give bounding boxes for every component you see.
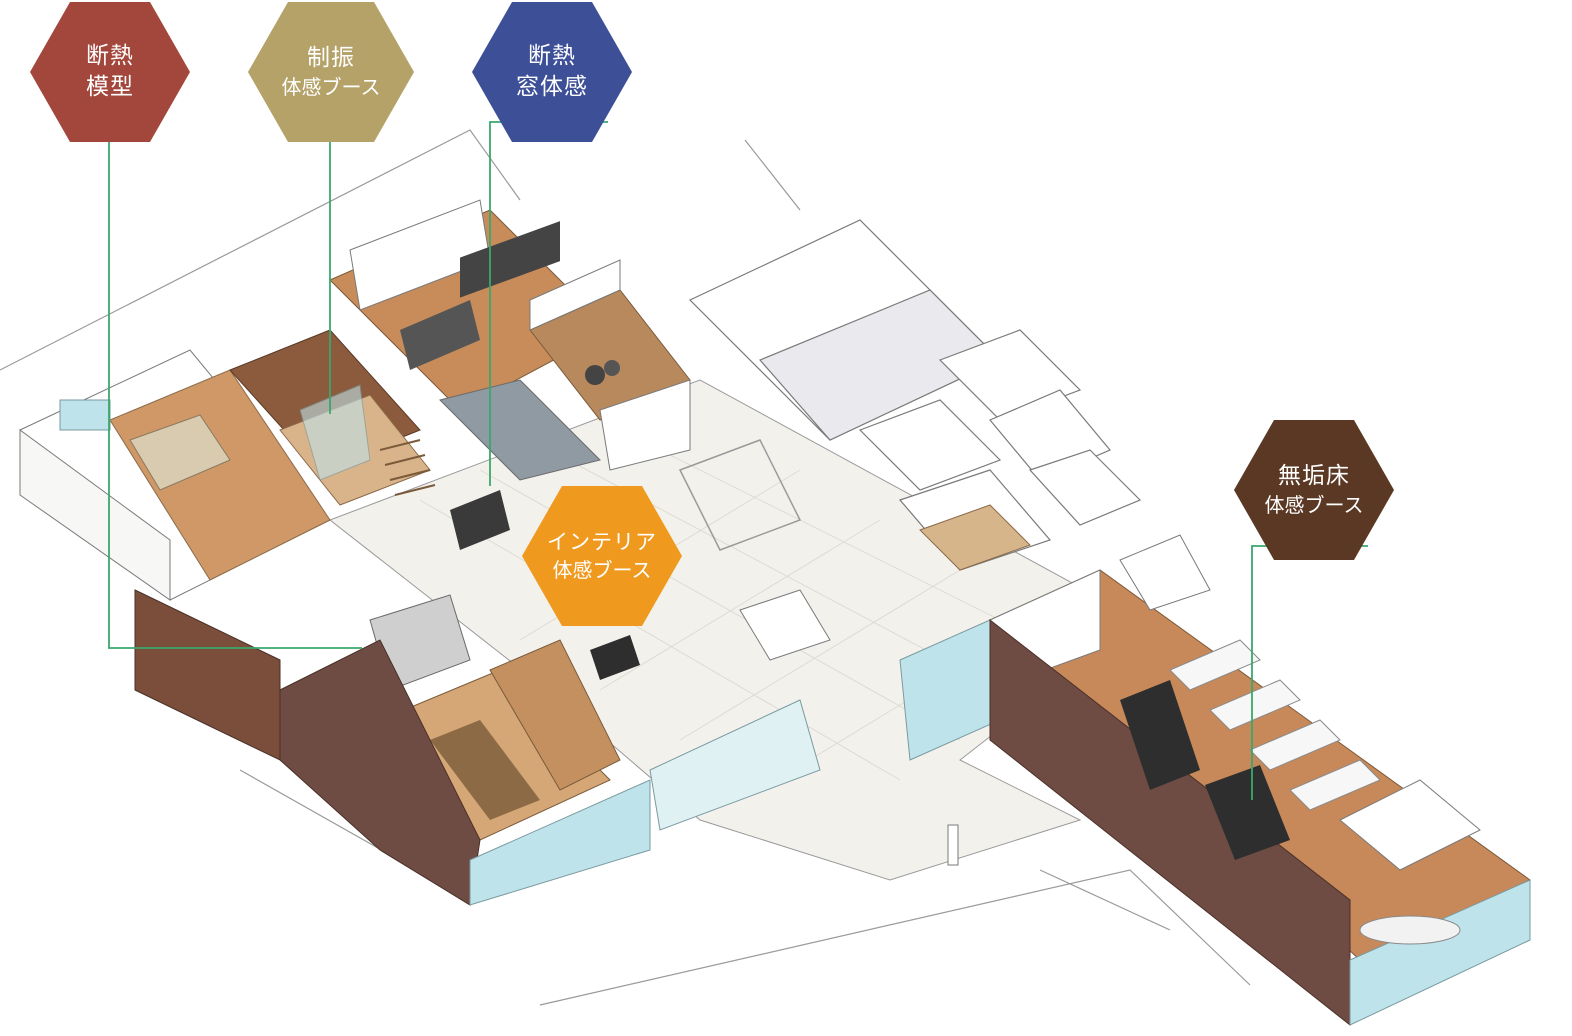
label-line2: 窓体感	[516, 74, 588, 100]
hex-label-vibration-control-booth[interactable]: 制振 体感ブース	[248, 2, 414, 142]
label-line1: 制振	[307, 44, 355, 71]
entrance-pillar	[947, 824, 959, 866]
hex-label-interior-booth[interactable]: インテリア 体感ブース	[522, 486, 682, 626]
exterior-deck	[134, 589, 281, 761]
lower-wood-room	[279, 639, 651, 906]
label-line2: 体感ブース	[281, 75, 381, 100]
hexagon-shape	[522, 486, 682, 626]
label-line1: インテリア	[547, 530, 657, 555]
label-line1: 無垢床	[1278, 462, 1350, 489]
upper-right-rooms	[688, 219, 1142, 571]
label-line2: 体感ブース	[552, 557, 652, 582]
hex-label-solid-wood-floor-booth[interactable]: 無垢床 体感ブース	[1234, 420, 1394, 560]
hexagon-shape	[248, 2, 414, 142]
label-line1: 断熱	[528, 42, 576, 69]
label-line1: 断熱	[86, 42, 134, 69]
interior-booth-area	[369, 439, 831, 691]
hexagon-shape	[1234, 420, 1394, 560]
hex-label-insulated-window[interactable]: 断熱 窓体感	[472, 2, 632, 142]
kids-play-area	[919, 504, 1031, 571]
hex-label-insulation-model[interactable]: 断熱 模型	[30, 2, 190, 142]
hexagon-shape	[30, 2, 190, 142]
hexagon-shape	[472, 2, 632, 142]
seminar-wing	[989, 534, 1531, 1027]
label-line2: 体感ブース	[1264, 493, 1364, 518]
label-line2: 模型	[86, 74, 134, 100]
